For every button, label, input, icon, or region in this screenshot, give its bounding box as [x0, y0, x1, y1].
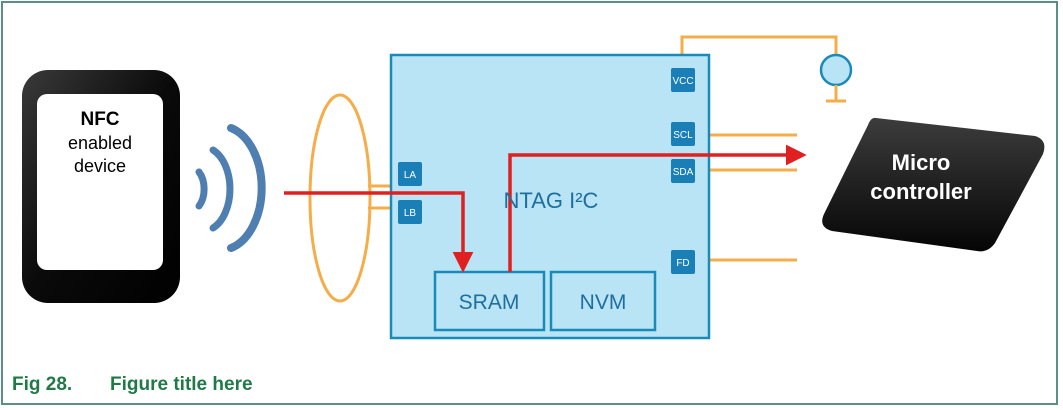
- sram-label: SRAM: [459, 291, 520, 314]
- microcontroller: [822, 117, 1045, 252]
- pin-vcc: [671, 68, 695, 92]
- antenna-loop-icon: [308, 93, 372, 303]
- power-supply-icon: [819, 53, 853, 87]
- rf-to-sram-arrow: [284, 191, 474, 273]
- pin-sda-label: SDA: [673, 167, 694, 178]
- rf-waves-icon: [195, 124, 266, 252]
- device-title: NFC: [80, 109, 119, 130]
- pin-lb: [398, 200, 422, 224]
- sram-block: [433, 270, 546, 332]
- ntag-chip: [389, 53, 711, 340]
- nfc-device: [22, 70, 180, 303]
- sram-to-mcu-arrow: [508, 144, 807, 272]
- pin-la: [398, 162, 422, 186]
- pin-scl: [671, 122, 695, 146]
- phone-screen: [37, 94, 163, 270]
- figure-title: Figure title here: [110, 374, 253, 395]
- data-flow: [284, 144, 807, 273]
- mcu-line1: Micro: [892, 150, 951, 175]
- figure-frame: [1, 1, 1058, 405]
- figure-caption: Fig 28. Figure title here: [12, 374, 253, 396]
- chip-package-icon: [822, 117, 1045, 252]
- nvm-label: NVM: [580, 291, 627, 314]
- pin-lb-label: LB: [404, 208, 417, 219]
- antenna-coil: [308, 93, 400, 303]
- bus-wires: [709, 133, 797, 262]
- vcc-wire: [680, 35, 838, 68]
- device-line3: device: [74, 156, 126, 176]
- vcc-supply: [680, 35, 853, 103]
- figure-number: Fig 28.: [12, 374, 73, 395]
- device-line2: enabled: [68, 133, 132, 153]
- pin-scl-label: SCL: [673, 130, 693, 141]
- mcu-line2: controller: [870, 179, 972, 204]
- nvm-block: [549, 270, 657, 332]
- chip-name: NTAG I²C: [504, 188, 599, 213]
- pin-la-label: LA: [404, 170, 417, 181]
- pin-sda: [671, 159, 695, 183]
- pin-vcc-label: VCC: [672, 76, 693, 87]
- pin-fd: [671, 250, 695, 274]
- pin-fd-label: FD: [676, 258, 689, 269]
